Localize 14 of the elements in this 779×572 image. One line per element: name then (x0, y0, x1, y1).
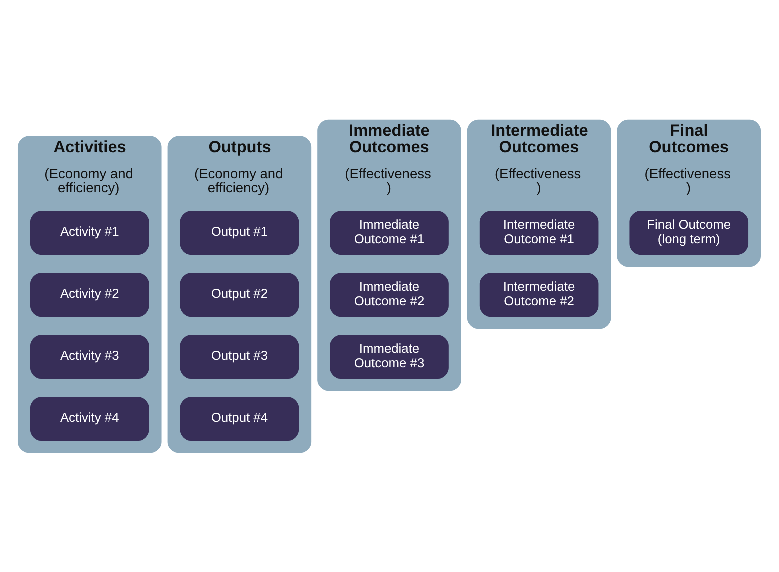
node-box: Activity #4 (30, 396, 150, 441)
node-box: Immediate Outcome #1 (330, 210, 449, 255)
node-box: Output #3 (180, 334, 300, 379)
node-box: Output #4 (180, 396, 300, 441)
node-box: Output #2 (180, 272, 300, 317)
node-box: Intermediate Outcome #1 (480, 210, 599, 255)
node-box: Activity #2 (30, 272, 150, 317)
node-box: Immediate Outcome #2 (330, 272, 449, 317)
node-box: Activity #1 (30, 210, 150, 255)
node-box: Activity #3 (30, 334, 150, 379)
node-box: Final Outcome (long term) (630, 210, 749, 255)
node-box: Immediate Outcome #3 (330, 334, 449, 379)
node-box: Output #1 (180, 210, 300, 255)
node-box: Intermediate Outcome #2 (480, 272, 599, 317)
